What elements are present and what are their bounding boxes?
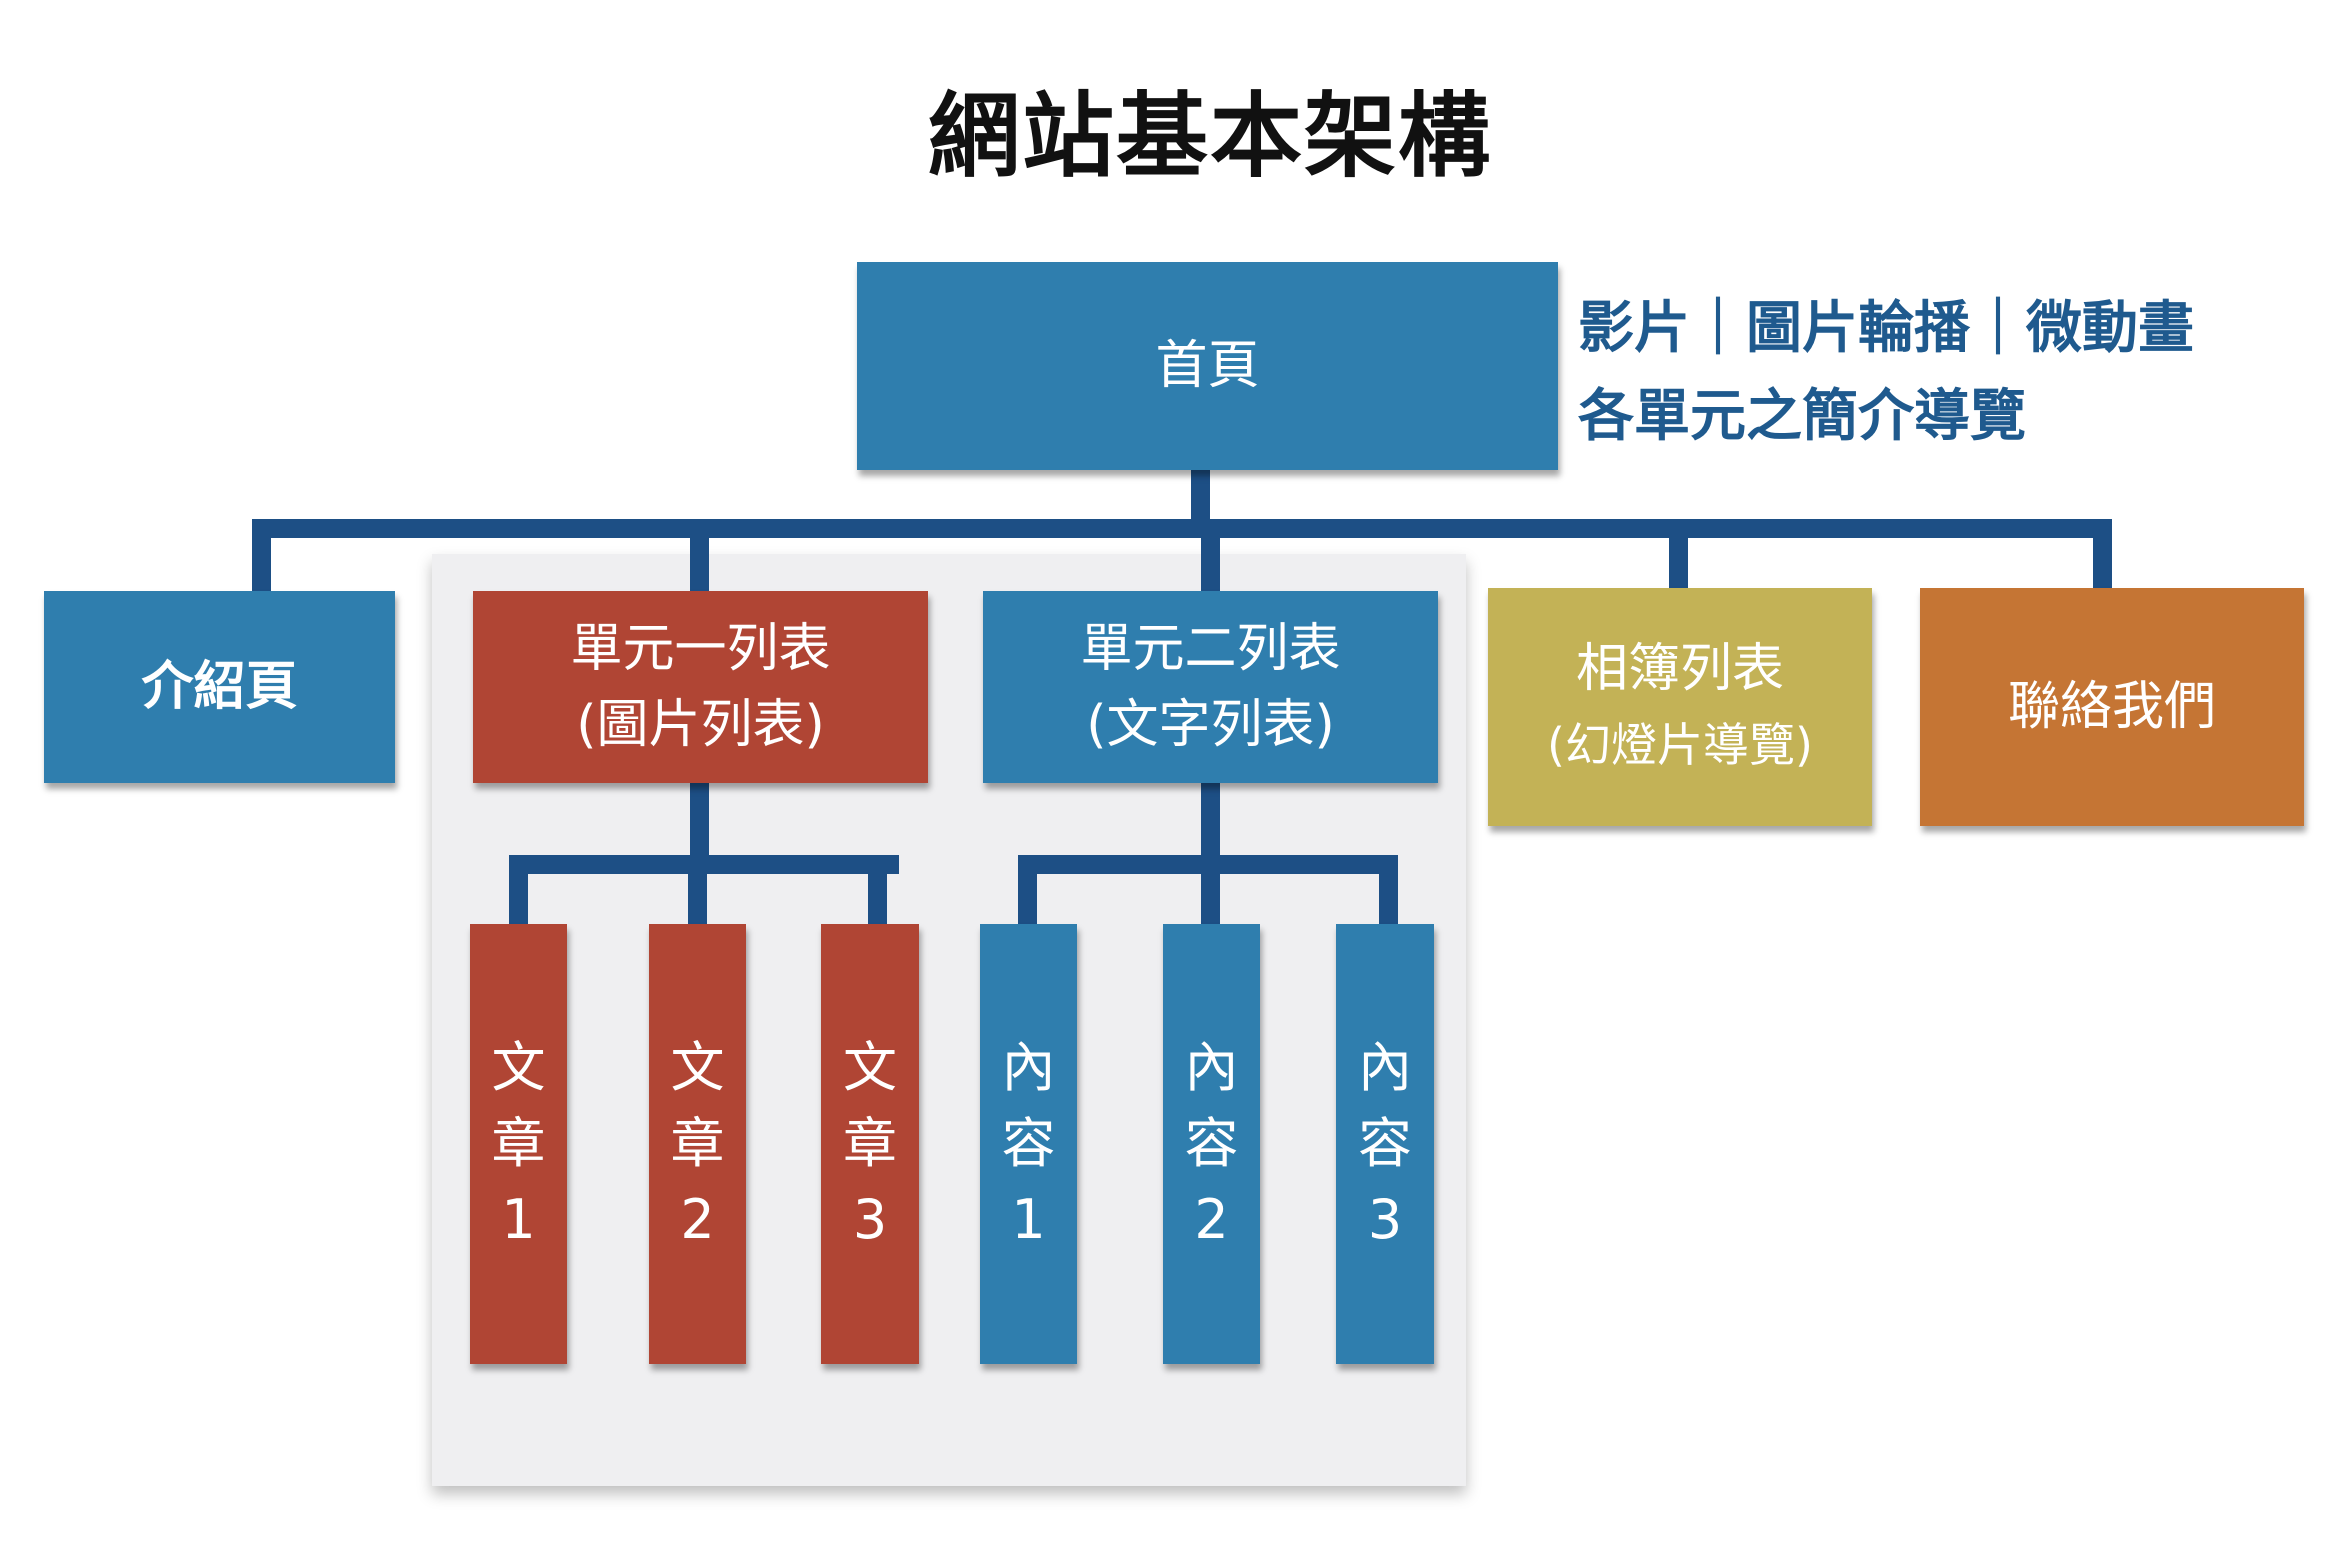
connector-unit1: [690, 519, 709, 591]
connector-contact: [2093, 519, 2112, 591]
home-note-line2: 各單元之簡介導覽: [1578, 384, 2026, 449]
connector-main-bar: [252, 519, 2112, 538]
unit2-sublabel: (文字列表): [1086, 695, 1335, 755]
album-label: 相簿列表: [1575, 639, 1784, 699]
connector-content2: [1201, 855, 1220, 925]
content-3-num: 3: [1367, 1188, 1403, 1251]
connector-home-down: [1191, 470, 1210, 530]
album-node[interactable]: 相簿列表 (幻燈片導覽): [1488, 588, 1872, 826]
content-2-num: 2: [1194, 1188, 1229, 1251]
content-3-node[interactable]: 內 容 3: [1336, 924, 1434, 1364]
content-2-char2: 容: [1184, 1112, 1239, 1175]
unit2-node[interactable]: 單元二列表 (文字列表): [983, 591, 1438, 783]
article-1-node[interactable]: 文 章 1: [470, 924, 567, 1364]
article-3-num: 3: [852, 1188, 888, 1251]
article-2-char1: 文: [670, 1036, 725, 1099]
intro-node[interactable]: 介紹頁: [44, 591, 395, 783]
album-sublabel: (幻燈片導覽): [1547, 718, 1813, 772]
article-2-char2: 章: [670, 1112, 725, 1175]
connector-unit2: [1201, 519, 1220, 591]
content-1-node[interactable]: 內 容 1: [980, 924, 1077, 1364]
unit2-label: 單元二列表: [1080, 619, 1341, 679]
contact-node[interactable]: 聯絡我們: [1920, 588, 2304, 826]
content-3-char2: 容: [1358, 1112, 1412, 1175]
intro-label: 介紹頁: [141, 657, 298, 717]
connector-article2: [688, 855, 707, 925]
article-1-char2: 章: [491, 1112, 546, 1175]
connector-unit1-down: [690, 780, 709, 860]
article-3-node[interactable]: 文 章 3: [821, 924, 919, 1364]
connector-article3: [868, 855, 887, 925]
unit1-label: 單元一列表: [570, 619, 831, 679]
home-note: 影片｜圖片輪播｜微動畫 各單元之簡介導覽: [1578, 285, 2194, 461]
connector-content1: [1018, 855, 1037, 925]
article-1-num: 1: [501, 1188, 536, 1251]
connector-unit2-down: [1201, 780, 1220, 860]
home-note-line1: 影片｜圖片輪播｜微動畫: [1578, 296, 2194, 361]
contact-label: 聯絡我們: [2007, 677, 2216, 737]
article-3-char2: 章: [843, 1112, 897, 1175]
content-2-node[interactable]: 內 容 2: [1163, 924, 1260, 1364]
connector-content3: [1379, 855, 1398, 925]
connector-article1: [509, 855, 528, 925]
home-node[interactable]: 首頁: [857, 262, 1558, 470]
content-1-char1: 內: [1001, 1036, 1056, 1099]
home-label: 首頁: [1155, 336, 1260, 396]
article-1-char1: 文: [491, 1036, 546, 1099]
connector-intro: [252, 519, 271, 591]
content-2-char1: 內: [1184, 1036, 1239, 1099]
content-1-char2: 容: [1001, 1112, 1056, 1175]
content-3-char1: 內: [1358, 1036, 1412, 1099]
page-title: 網站基本架構: [927, 83, 1492, 190]
article-2-num: 2: [680, 1188, 715, 1251]
content-1-num: 1: [1011, 1188, 1046, 1251]
article-2-node[interactable]: 文 章 2: [649, 924, 746, 1364]
connector-album: [1669, 519, 1688, 591]
article-3-char1: 文: [843, 1036, 897, 1099]
unit1-node[interactable]: 單元一列表 (圖片列表): [473, 591, 928, 783]
unit1-sublabel: (圖片列表): [576, 695, 825, 755]
